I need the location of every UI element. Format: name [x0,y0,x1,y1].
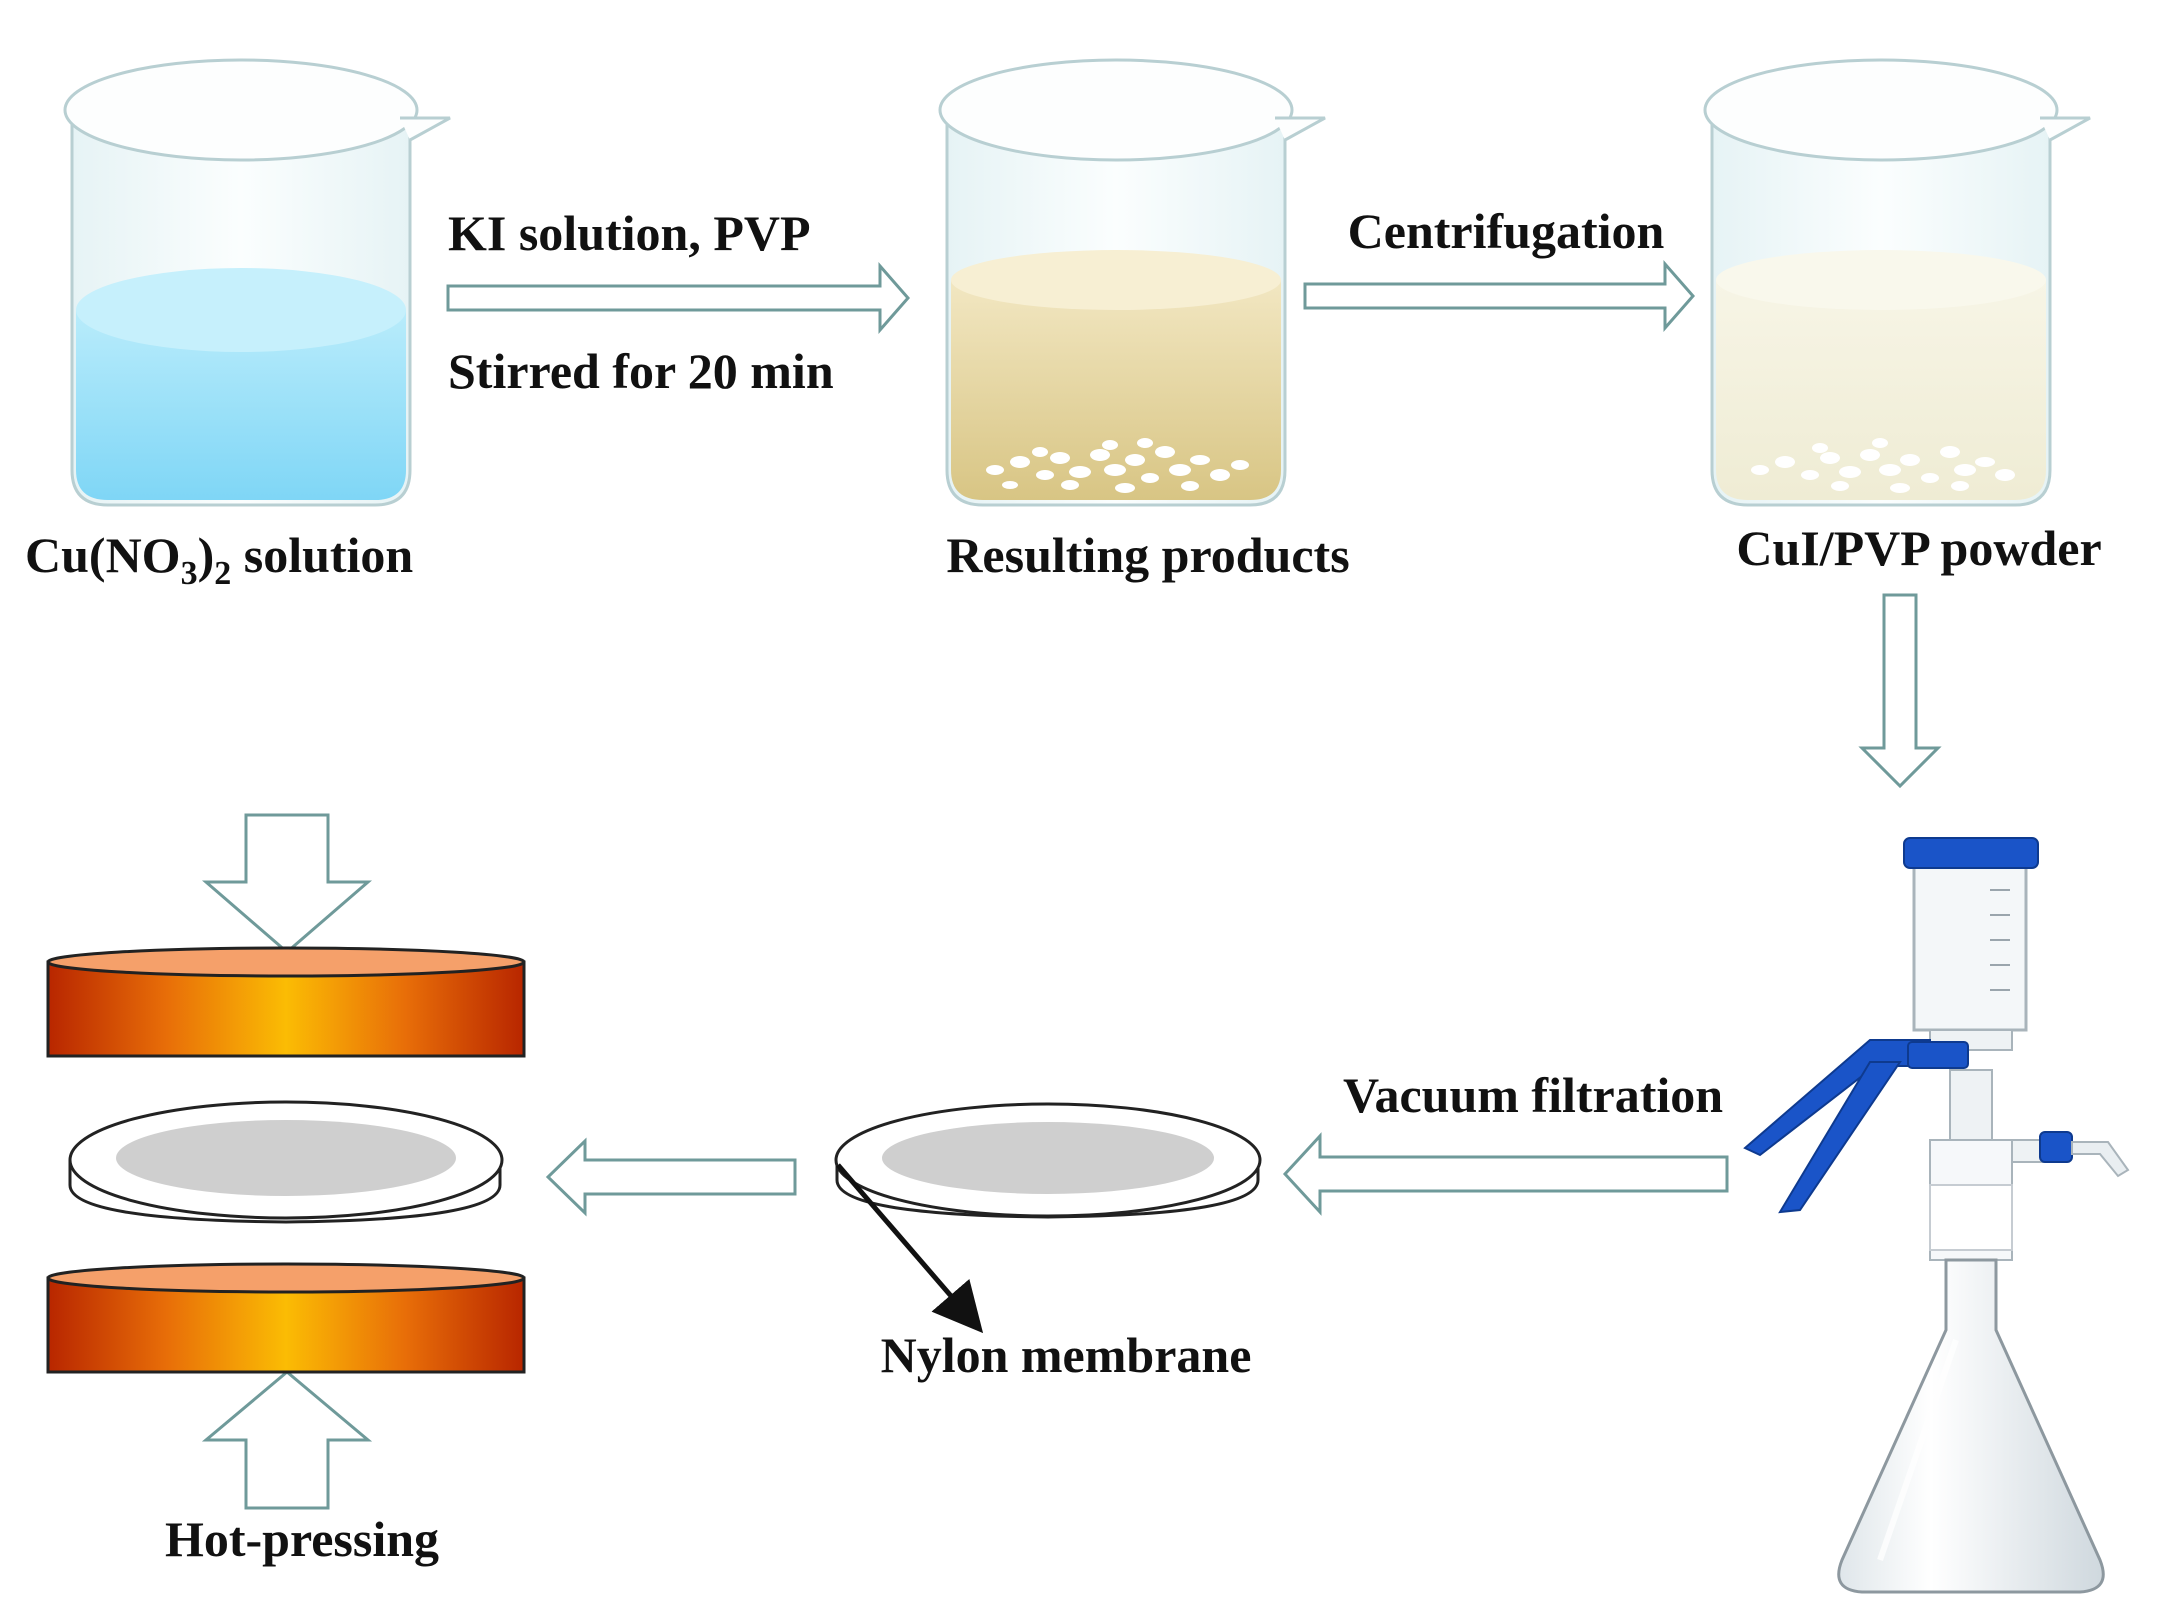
arrow-press-down [201,813,373,954]
label-cu-nitrate-end: solution [231,527,413,583]
powder-particles [1751,438,2015,493]
blue-solution [76,310,406,500]
tan-solution [951,280,1281,500]
arrow-press-up [201,1370,373,1510]
label-stirred: Stirred for 20 min [448,343,834,399]
arrow-down-to-filtration [1858,593,1942,789]
cream-solution [1716,280,2046,500]
nylon-membrane [834,1102,1262,1219]
membrane-sandwich [68,1100,504,1224]
label-cu-nitrate-sub3: 3 [181,555,198,592]
membrane-pointer [836,1163,984,1334]
label-ki-pvp: KI solution, PVP [448,205,811,261]
label-centrifugation: Centrifugation [1348,203,1665,259]
label-nylon-membrane: Nylon membrane [881,1327,1252,1383]
arrow-reaction [446,262,910,334]
erlenmeyer-flask [1837,1258,2105,1594]
label-cu-nitrate-close: ) [198,527,215,583]
filter-clamp [1743,1039,1969,1214]
side-arm-connector [2039,1131,2073,1163]
arrow-filtration-to-membrane [1282,1132,1729,1216]
arrow-membrane-to-press [545,1137,797,1217]
label-cu-nitrate-sub2: 2 [214,555,231,592]
beaker-cu-nitrate [63,58,451,507]
label-resulting-products: Resulting products [946,527,1349,583]
arrow-centrifugation [1303,260,1695,332]
label-vacuum-filtration: Vacuum filtration [1343,1067,1723,1123]
precipitate-particles [986,438,1249,493]
label-cu-nitrate: Cu(NO3)2 solution [25,527,413,592]
funnel-lid [1903,837,2039,869]
hot-press-top-plate [46,946,526,1058]
label-cui-pvp-powder: CuI/PVP powder [1736,520,2101,576]
vacuum-filtration-apparatus [1743,837,2130,1594]
label-cu-nitrate-main: Cu(NO [25,527,181,583]
hot-press-bottom-plate [46,1262,526,1374]
label-hot-pressing: Hot-pressing [165,1511,439,1567]
beaker-cui-powder [1703,58,2091,507]
beaker-resulting-products [938,58,1326,507]
